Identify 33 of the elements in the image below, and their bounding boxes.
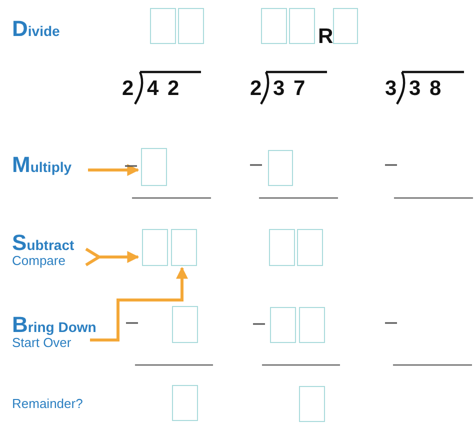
answer-box — [333, 8, 358, 44]
answer-box — [171, 229, 197, 266]
step-heading: Bring Down — [12, 314, 96, 336]
step-heading: Subtract — [12, 232, 74, 254]
arrow — [84, 248, 140, 266]
step-subheading: Compare — [12, 254, 66, 268]
answer-box — [299, 386, 325, 422]
answer-box — [268, 150, 293, 186]
step-subheading: Start Over — [12, 336, 72, 350]
dividend: 3 7 — [273, 78, 306, 99]
dividend: 3 8 — [409, 78, 442, 99]
answer-box — [178, 8, 204, 44]
answer-box — [297, 229, 323, 266]
divisor: 2 — [122, 78, 134, 99]
step-heading: Remainder? — [12, 396, 83, 411]
answer-box — [150, 8, 176, 44]
arrow — [90, 266, 188, 342]
arrow — [88, 164, 140, 176]
answer-box — [270, 307, 296, 343]
dividend: 4 2 — [147, 78, 180, 99]
divisor: 2 — [250, 78, 262, 99]
answer-box — [299, 307, 325, 343]
answer-box — [142, 229, 168, 266]
answer-box — [269, 229, 295, 266]
remainder-letter: R — [318, 26, 334, 47]
answer-box — [172, 385, 198, 421]
answer-box — [261, 8, 287, 44]
divisor: 3 — [385, 78, 397, 99]
step-heading: Multiply — [12, 154, 72, 176]
answer-box — [141, 148, 167, 186]
answer-box — [289, 8, 315, 44]
step-heading: Divide — [12, 18, 60, 40]
answer-box — [172, 306, 198, 343]
